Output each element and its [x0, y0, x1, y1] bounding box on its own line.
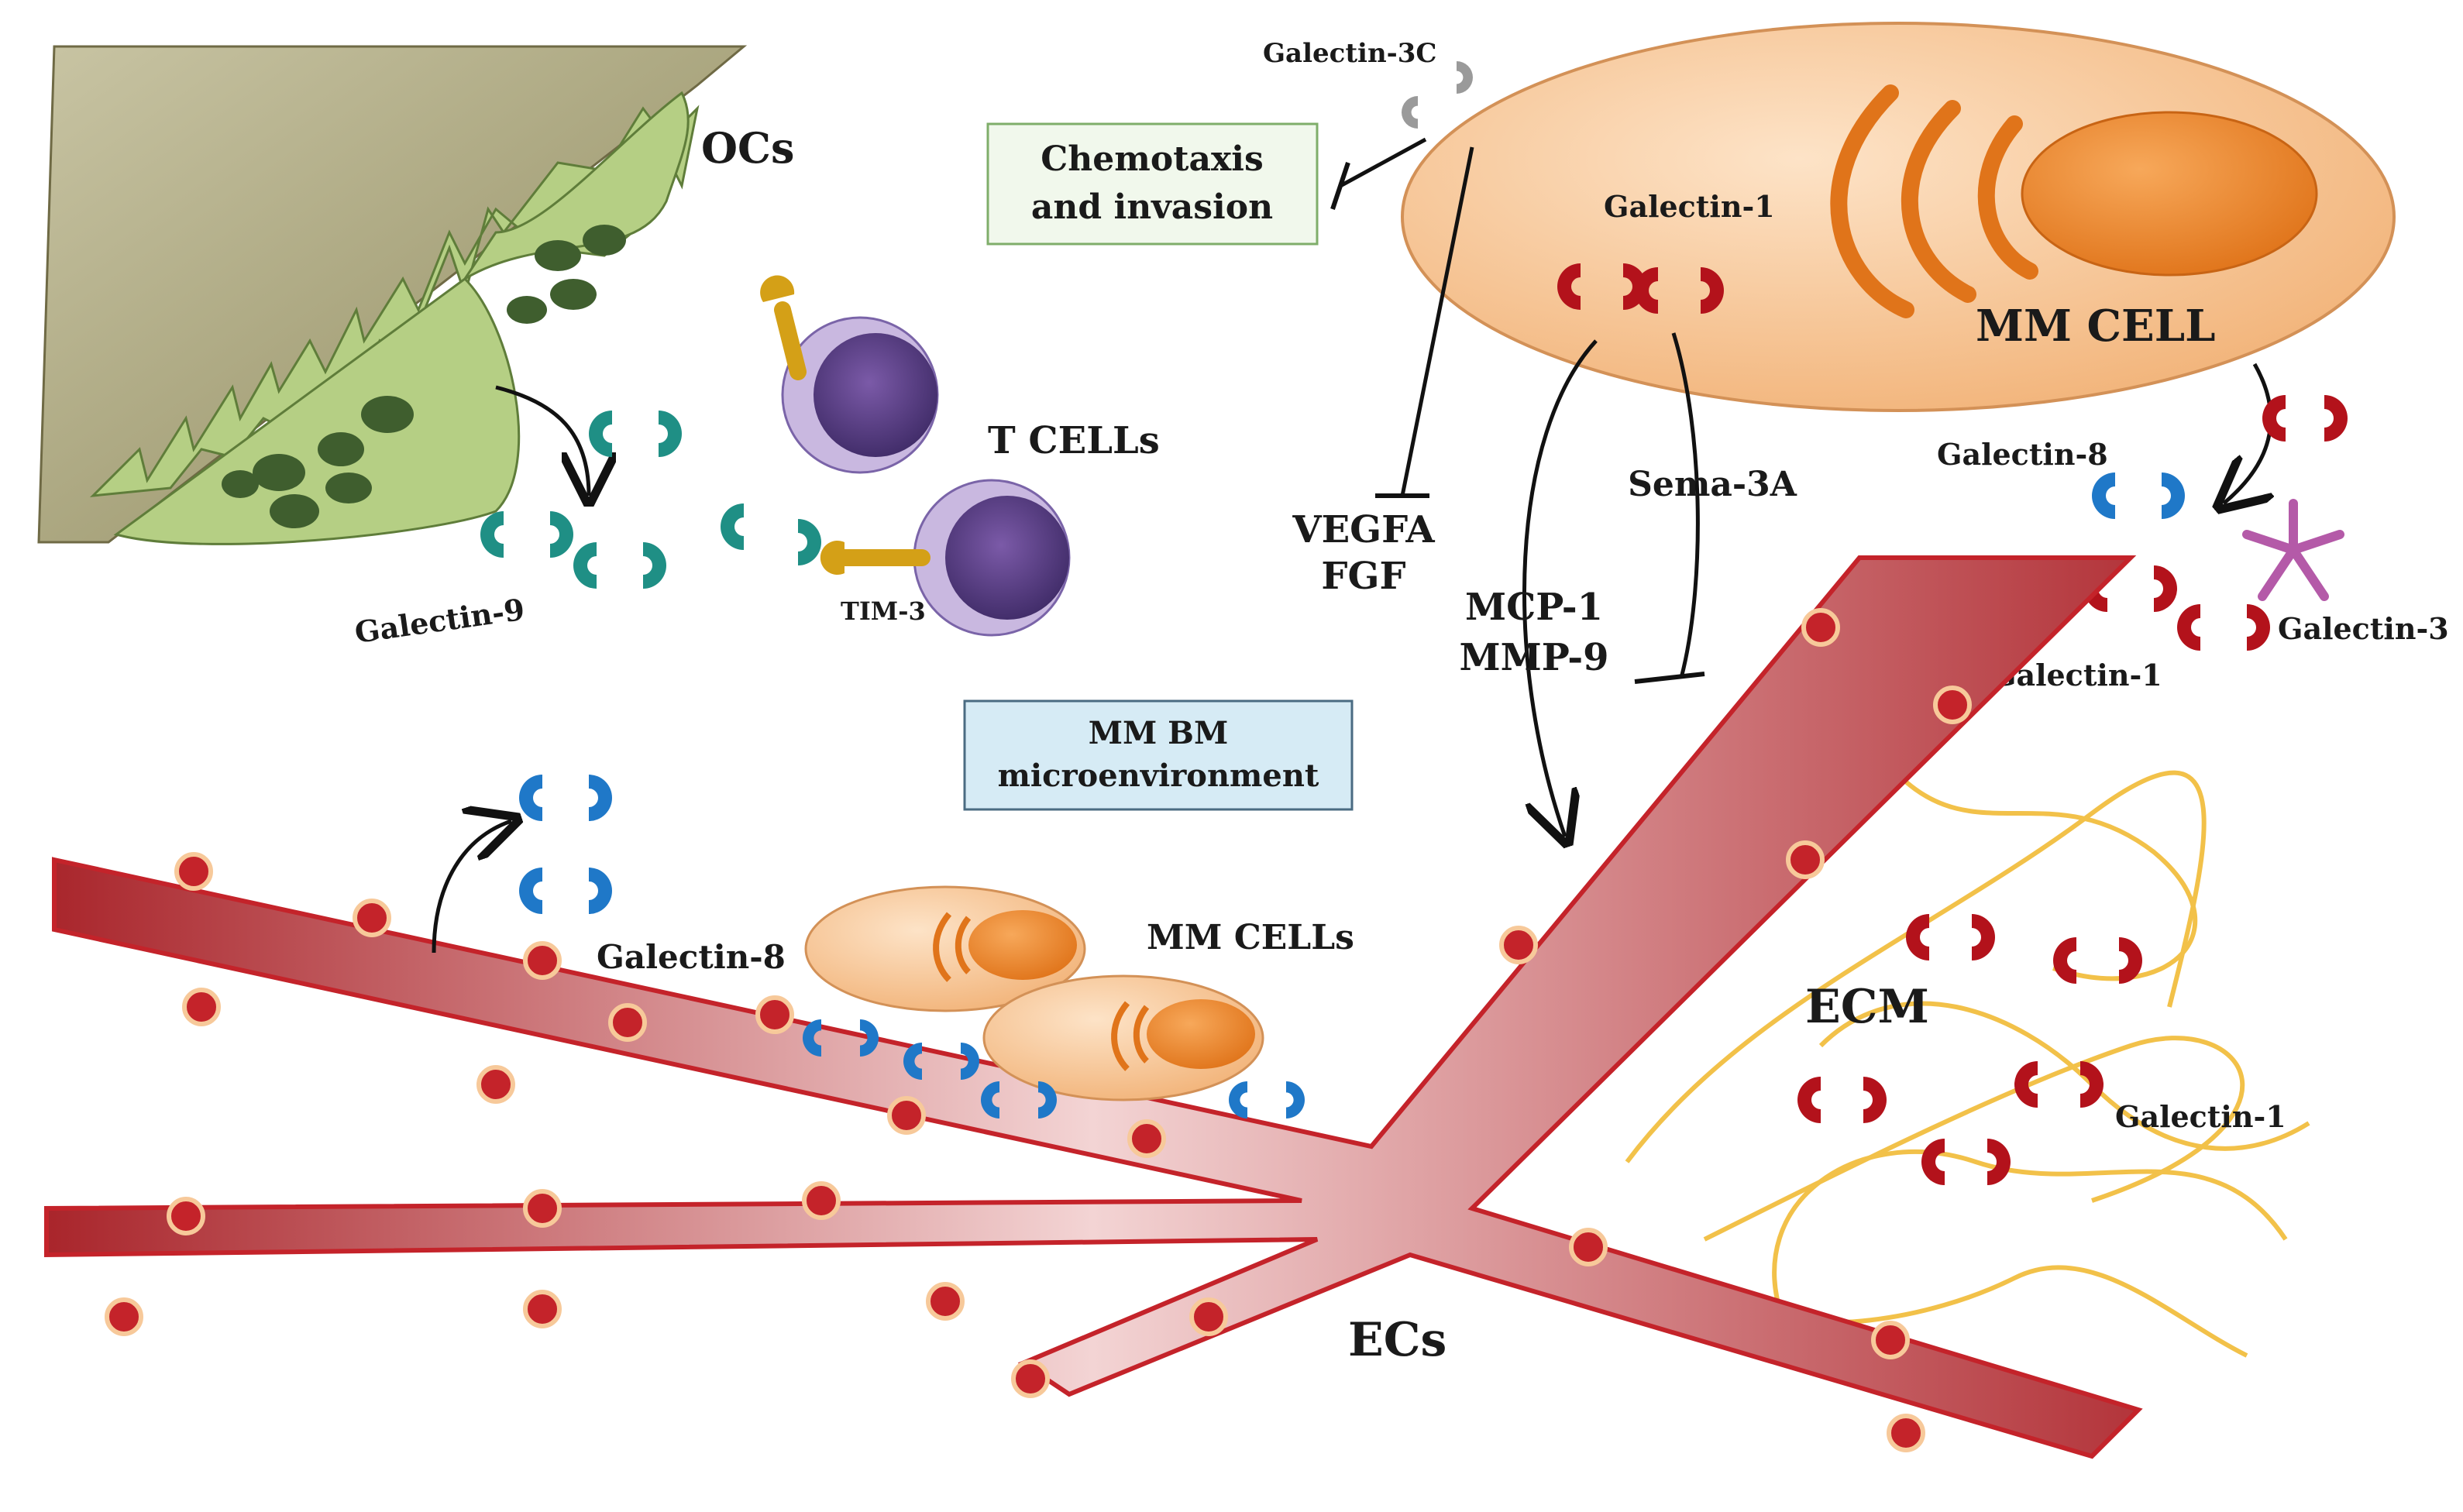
mm-cell-adherent-2 [982, 974, 1264, 1101]
chemotaxis-inhibit-line [1339, 137, 1427, 188]
galectin8-free [519, 775, 612, 914]
galectin3-right-label: Galectin-3 [2278, 611, 2449, 646]
mm-cell-label: MM CELL [1976, 301, 2215, 352]
ecs-label: ECs [1348, 1313, 1446, 1367]
galectin3-pentamer [2242, 499, 2344, 601]
ocs-label: OCs [701, 123, 794, 173]
mcp1-label: MCP-1 [1465, 586, 1603, 629]
mm-cell-main [1401, 22, 2396, 412]
oc-release-arrow [495, 385, 589, 496]
blood-vessels [44, 555, 2143, 1459]
galectin9-label: Galectin-9 [353, 592, 527, 650]
ec-release-arrow [432, 821, 511, 954]
galectin1-top-label: Galectin-1 [1604, 189, 1775, 224]
vegfa-label: VEGFA [1292, 508, 1435, 552]
galectin8-right-label: Galectin-8 [1937, 437, 2108, 472]
tim3-label: TIM-3 [841, 596, 926, 626]
mm-bm-box [963, 699, 1354, 811]
mm-bm-line2: microenvironment [998, 758, 1319, 794]
t-cell-bottom [820, 479, 1071, 637]
chemotaxis-box [986, 122, 1319, 246]
mm-release-arrow [2224, 363, 2271, 503]
galectin1-ecm [1797, 914, 2142, 1185]
mm-cells-label: MM CELLs [1147, 918, 1354, 957]
sema3a-label: Sema-3A [1628, 465, 1797, 504]
sema3a-inhibit-bar [1634, 672, 1705, 684]
chemotaxis-line1: Chemotaxis [1041, 139, 1263, 179]
mmp9-label: MMP-9 [1459, 636, 1608, 679]
mcp1-arrow [1522, 339, 1598, 837]
osteoclasts [89, 91, 700, 545]
mm-bm-line1: MM BM [1089, 715, 1229, 751]
ecm-fibers [1625, 770, 2310, 1358]
galectin8-released [2092, 472, 2185, 519]
galectin3c-label: Galectin-3C [1263, 38, 1437, 69]
ecm-label: ECM [1805, 980, 1929, 1034]
sema3a-inhibit-line [1671, 332, 1700, 679]
chemotaxis-inhibit-bar [1330, 162, 1350, 210]
vegfa-inhibit-line [1400, 146, 1474, 497]
chemotaxis-line2: and invasion [1031, 187, 1273, 227]
t-cells-label: T CELLs [988, 419, 1160, 462]
mm-cell-adherent-1 [804, 885, 1086, 1012]
galectin3c-molecule [1402, 61, 1473, 129]
fgf-label: FGF [1321, 555, 1405, 598]
t-cell-top [760, 275, 939, 474]
galectin9-bound [721, 503, 821, 565]
endothelial-nuclei [105, 608, 1972, 1452]
galectin1-ecm-label: Galectin-1 [2115, 1099, 2286, 1134]
galectin8-left-label: Galectin-8 [597, 938, 786, 976]
